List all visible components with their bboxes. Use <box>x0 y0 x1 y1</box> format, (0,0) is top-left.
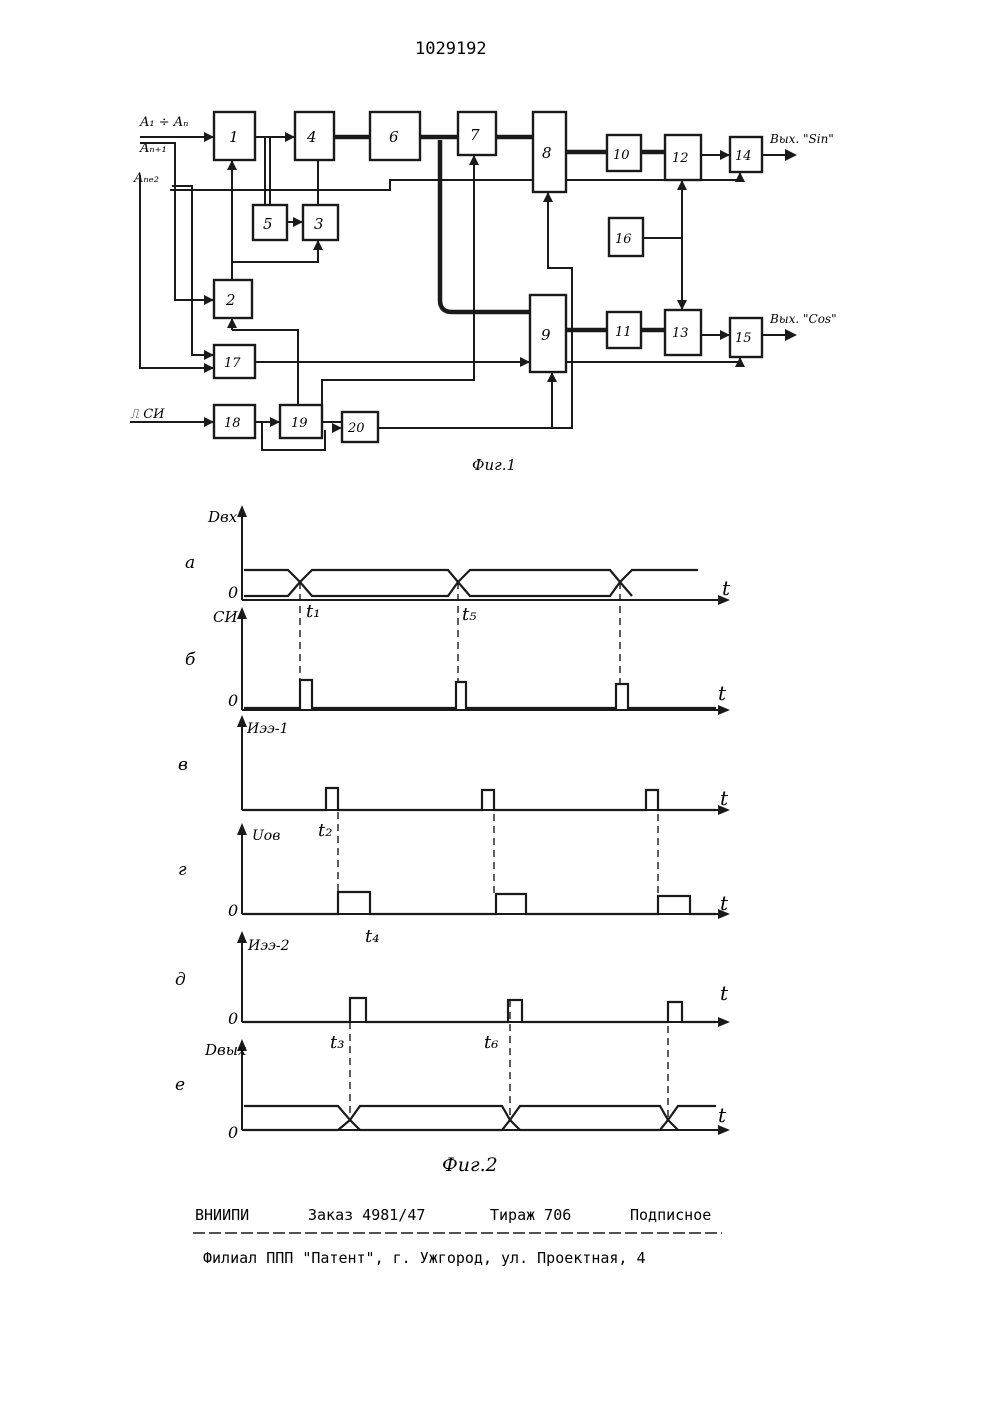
block-5: 5 <box>253 205 287 240</box>
fig2-timing-diagram: а б в г д е Dвх СИ Иээ-1 Uов Иээ-2 Dвых … <box>175 505 731 1176</box>
svg-text:0: 0 <box>228 1009 238 1028</box>
signal-uov: Uов <box>252 828 280 844</box>
svg-text:3: 3 <box>314 215 324 233</box>
waveform-dvx <box>244 570 698 582</box>
svg-text:t₃: t₃ <box>330 1032 344 1053</box>
waveform-iee2 <box>244 998 716 1022</box>
waveform-dvyx <box>244 1106 716 1120</box>
svg-text:t: t <box>720 981 729 1005</box>
waveform-iee1 <box>244 788 716 810</box>
svg-text:5: 5 <box>263 215 273 233</box>
svg-text:4: 4 <box>306 128 317 146</box>
footer-order: Заказ 4981/47 <box>308 1206 425 1224</box>
block-2: 2 <box>214 280 252 318</box>
row-b-letter: б <box>185 650 196 670</box>
footer-subscription: Подписное <box>630 1206 711 1224</box>
svg-text:11: 11 <box>615 325 632 340</box>
block-13: 13 <box>665 310 701 355</box>
block-20: 20 <box>342 412 378 442</box>
arrowheads <box>204 132 797 433</box>
waveform-si <box>244 680 716 708</box>
fig2-caption: Фиг.2 <box>442 1154 498 1176</box>
output-sin: Вых. "Sin" <box>769 132 834 146</box>
footer-org: ВНИИПИ <box>195 1206 249 1224</box>
block-11: 11 <box>607 312 641 348</box>
svg-text:12: 12 <box>672 151 689 166</box>
svg-text:7: 7 <box>470 126 480 144</box>
footer: ВНИИПИ Заказ 4981/47 Тираж 706 Подписное… <box>193 1206 722 1267</box>
block-6: 6 <box>370 112 420 160</box>
block-18: 18 <box>214 405 255 438</box>
waveform-uov <box>244 892 716 914</box>
block-16: 16 <box>609 218 643 256</box>
svg-text:9: 9 <box>541 326 551 344</box>
row-v-letter: в <box>178 755 188 775</box>
svg-text:t₆: t₆ <box>484 1032 498 1053</box>
block-12: 12 <box>665 135 701 180</box>
signal-iee1: Иээ-1 <box>246 721 289 737</box>
signal-iee2: Иээ-2 <box>247 938 290 954</box>
time-marks: t₁ t₅ t₂ t₄ t₃ t₆ <box>306 601 498 1053</box>
block-4: 4 <box>295 112 334 160</box>
row-d-letter: д <box>175 970 186 990</box>
block-17: 17 <box>214 345 255 378</box>
svg-text:t: t <box>718 1103 727 1127</box>
svg-text:0: 0 <box>228 1123 238 1142</box>
block-14: 14 <box>730 137 762 172</box>
svg-text:8: 8 <box>542 144 552 162</box>
input-aneg: Aₙₑ₂ <box>133 171 159 186</box>
svg-text:17: 17 <box>224 356 241 371</box>
fig1-caption: Фиг.1 <box>472 456 516 474</box>
block-10: 10 <box>607 135 641 171</box>
block-19: 19 <box>280 405 322 438</box>
footer-copies: Тираж 706 <box>490 1206 571 1224</box>
block-15: 15 <box>730 318 762 357</box>
block-8: 8 <box>533 112 566 192</box>
row-a-letter: а <box>185 553 195 573</box>
svg-text:0: 0 <box>228 583 238 602</box>
svg-text:t₄: t₄ <box>365 926 379 947</box>
svg-text:20: 20 <box>347 421 365 436</box>
svg-text:18: 18 <box>224 416 241 431</box>
input-si: ⎍ СИ <box>130 407 165 422</box>
svg-text:t₂: t₂ <box>318 820 332 841</box>
svg-text:2: 2 <box>225 291 236 309</box>
signal-dvx: Dвх <box>207 508 238 526</box>
svg-text:14: 14 <box>735 149 752 164</box>
svg-text:16: 16 <box>615 232 632 247</box>
block-7: 7 <box>458 112 496 155</box>
input-a1-an: A₁ ÷ Aₙ <box>139 115 188 130</box>
svg-text:t₅: t₅ <box>462 604 476 625</box>
svg-text:1: 1 <box>229 128 239 146</box>
svg-text:10: 10 <box>613 148 630 163</box>
signal-si: СИ <box>213 608 238 626</box>
block-1: 1 <box>214 112 255 160</box>
fig1-block-diagram: A₁ ÷ Aₙ Aₙ₊₁ Aₙₑ₂ ⎍ СИ Вых. "Sin" Вых. "… <box>130 112 837 474</box>
svg-text:15: 15 <box>735 331 752 346</box>
patent-number: 1029192 <box>415 39 487 59</box>
row-e-letter: е <box>175 1075 185 1095</box>
footer-address: Филиал ППП "Патент", г. Ужгород, ул. Про… <box>203 1249 646 1267</box>
t-labels: t t t t t t <box>718 576 731 1127</box>
svg-text:t₁: t₁ <box>306 601 320 622</box>
svg-text:19: 19 <box>291 416 308 431</box>
svg-text:6: 6 <box>389 128 399 146</box>
svg-text:t: t <box>720 891 729 915</box>
svg-text:t: t <box>718 681 727 705</box>
svg-text:t: t <box>722 576 731 600</box>
svg-text:0: 0 <box>228 691 238 710</box>
output-cos: Вых. "Cos" <box>769 312 837 326</box>
svg-text:0: 0 <box>228 901 238 920</box>
block-3: 3 <box>303 205 338 240</box>
svg-text:t: t <box>720 786 729 810</box>
signal-dvyx: Dвых <box>204 1041 247 1059</box>
svg-text:13: 13 <box>672 326 689 341</box>
block-9: 9 <box>530 295 566 372</box>
row-g-letter: г <box>178 860 187 880</box>
